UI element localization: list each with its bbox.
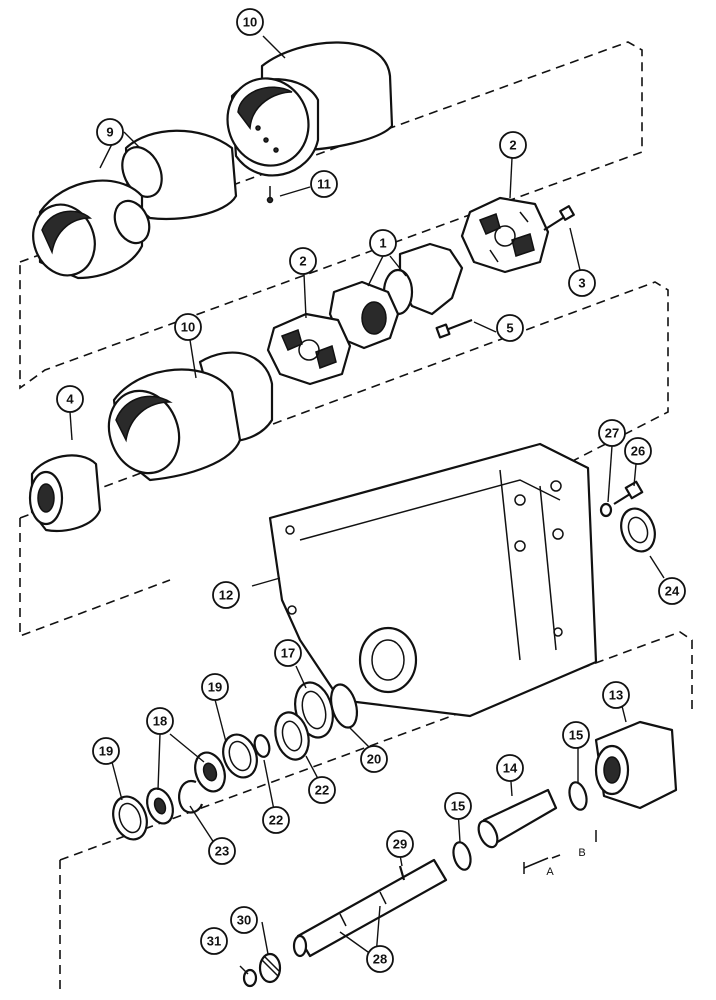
svg-text:27: 27 xyxy=(605,426,619,441)
callout-3: 3 xyxy=(568,269,596,297)
coupling-part-2-left xyxy=(266,312,352,386)
sleeve-part-10-top xyxy=(226,41,394,177)
svg-text:4: 4 xyxy=(66,392,74,407)
svg-text:3: 3 xyxy=(578,276,585,291)
callout-27: 27 xyxy=(598,419,626,447)
pin-part-29 xyxy=(398,865,406,881)
svg-text:19: 19 xyxy=(208,680,222,695)
callout-29: 29 xyxy=(386,830,414,858)
callout-28: 28 xyxy=(366,945,394,973)
coupling-part-2-right xyxy=(460,196,550,274)
svg-text:26: 26 xyxy=(631,444,645,459)
bolt-part-5 xyxy=(435,318,473,339)
callout-19-right: 19 xyxy=(201,673,229,701)
callout-4: 4 xyxy=(56,385,84,413)
hub-part-4 xyxy=(28,454,102,533)
shim-part-22-large xyxy=(274,711,310,761)
callout-1: 1 xyxy=(369,229,397,257)
svg-text:10: 10 xyxy=(243,15,257,30)
snap-ring-part-31 xyxy=(242,968,258,988)
dimension-label-b: B xyxy=(578,847,585,859)
o-ring-part-15-right xyxy=(568,781,588,811)
screw-part-11 xyxy=(266,186,274,204)
needle-bearing-part-30 xyxy=(258,952,282,984)
svg-text:30: 30 xyxy=(237,913,251,928)
svg-text:31: 31 xyxy=(207,934,221,949)
svg-text:1: 1 xyxy=(379,236,386,251)
svg-text:14: 14 xyxy=(503,761,518,776)
callout-30: 30 xyxy=(230,906,258,934)
bolt-part-26 xyxy=(613,480,644,505)
svg-text:20: 20 xyxy=(367,752,381,767)
svg-text:13: 13 xyxy=(609,688,623,703)
callout-15-left: 15 xyxy=(444,792,472,820)
svg-text:19: 19 xyxy=(99,744,113,759)
svg-text:29: 29 xyxy=(393,837,407,852)
callout-22-large: 22 xyxy=(308,776,336,804)
callout-31: 31 xyxy=(200,927,228,955)
o-ring-part-15-left xyxy=(452,841,472,871)
svg-text:28: 28 xyxy=(373,952,387,967)
callout-14: 14 xyxy=(496,754,524,782)
group-outline-top xyxy=(19,41,643,390)
tube-part-14 xyxy=(477,788,597,874)
callout-26: 26 xyxy=(624,437,652,465)
callout-10-middle: 10 xyxy=(174,313,202,341)
bearing-cup-part-19-right xyxy=(222,733,258,779)
svg-text:5: 5 xyxy=(506,321,513,336)
svg-text:11: 11 xyxy=(317,177,331,192)
svg-text:9: 9 xyxy=(106,125,113,140)
svg-text:24: 24 xyxy=(665,584,680,599)
housing-part-12 xyxy=(268,442,598,718)
washer-part-22-small xyxy=(253,734,271,758)
group-outline-middle xyxy=(19,281,669,638)
svg-text:10: 10 xyxy=(181,320,195,335)
yoke-part-1 xyxy=(328,242,464,350)
callout-11: 11 xyxy=(310,170,338,198)
split-sleeve-part-9 xyxy=(32,129,238,280)
bearing-housing-part-13 xyxy=(594,720,678,810)
bearing-cone-part-18-left xyxy=(146,787,174,825)
callouts: 10 9 11 2 3 1 5 2 10 4 27 26 24 12 17 19… xyxy=(56,8,686,973)
bearing-cup-part-19-left xyxy=(112,795,148,841)
svg-text:15: 15 xyxy=(569,728,583,743)
shaft-part-28 xyxy=(292,858,448,958)
callout-17: 17 xyxy=(274,639,302,667)
seal-part-24 xyxy=(620,507,656,553)
callout-12: 12 xyxy=(212,581,240,609)
callout-15-right: 15 xyxy=(562,721,590,749)
sleeve-part-10-middle xyxy=(107,351,274,482)
dimension-label-a: A xyxy=(546,866,554,878)
callout-18: 18 xyxy=(146,707,174,735)
svg-text:2: 2 xyxy=(509,138,516,153)
svg-text:22: 22 xyxy=(315,783,329,798)
callout-10-top: 10 xyxy=(236,8,264,36)
callout-24: 24 xyxy=(658,577,686,605)
callout-20: 20 xyxy=(360,745,388,773)
callout-2-left: 2 xyxy=(289,247,317,275)
svg-text:18: 18 xyxy=(153,714,167,729)
callout-5: 5 xyxy=(496,314,524,342)
svg-text:2: 2 xyxy=(299,254,306,269)
bevel-gear-part-18-right xyxy=(194,751,226,793)
callout-23: 23 xyxy=(208,837,236,865)
snap-ring-part-20 xyxy=(329,683,359,729)
snap-ring-part-23 xyxy=(178,779,204,814)
callout-13: 13 xyxy=(602,681,630,709)
svg-text:22: 22 xyxy=(269,813,283,828)
svg-text:15: 15 xyxy=(451,799,465,814)
callout-19-left: 19 xyxy=(92,737,120,765)
callout-22-small: 22 xyxy=(262,806,290,834)
svg-text:12: 12 xyxy=(219,588,233,603)
svg-text:23: 23 xyxy=(215,844,229,859)
bolt-part-3 xyxy=(543,205,575,231)
washer-part-27 xyxy=(599,502,613,518)
svg-text:17: 17 xyxy=(281,646,295,661)
callout-2-right: 2 xyxy=(499,131,527,159)
callout-9: 9 xyxy=(96,118,124,146)
